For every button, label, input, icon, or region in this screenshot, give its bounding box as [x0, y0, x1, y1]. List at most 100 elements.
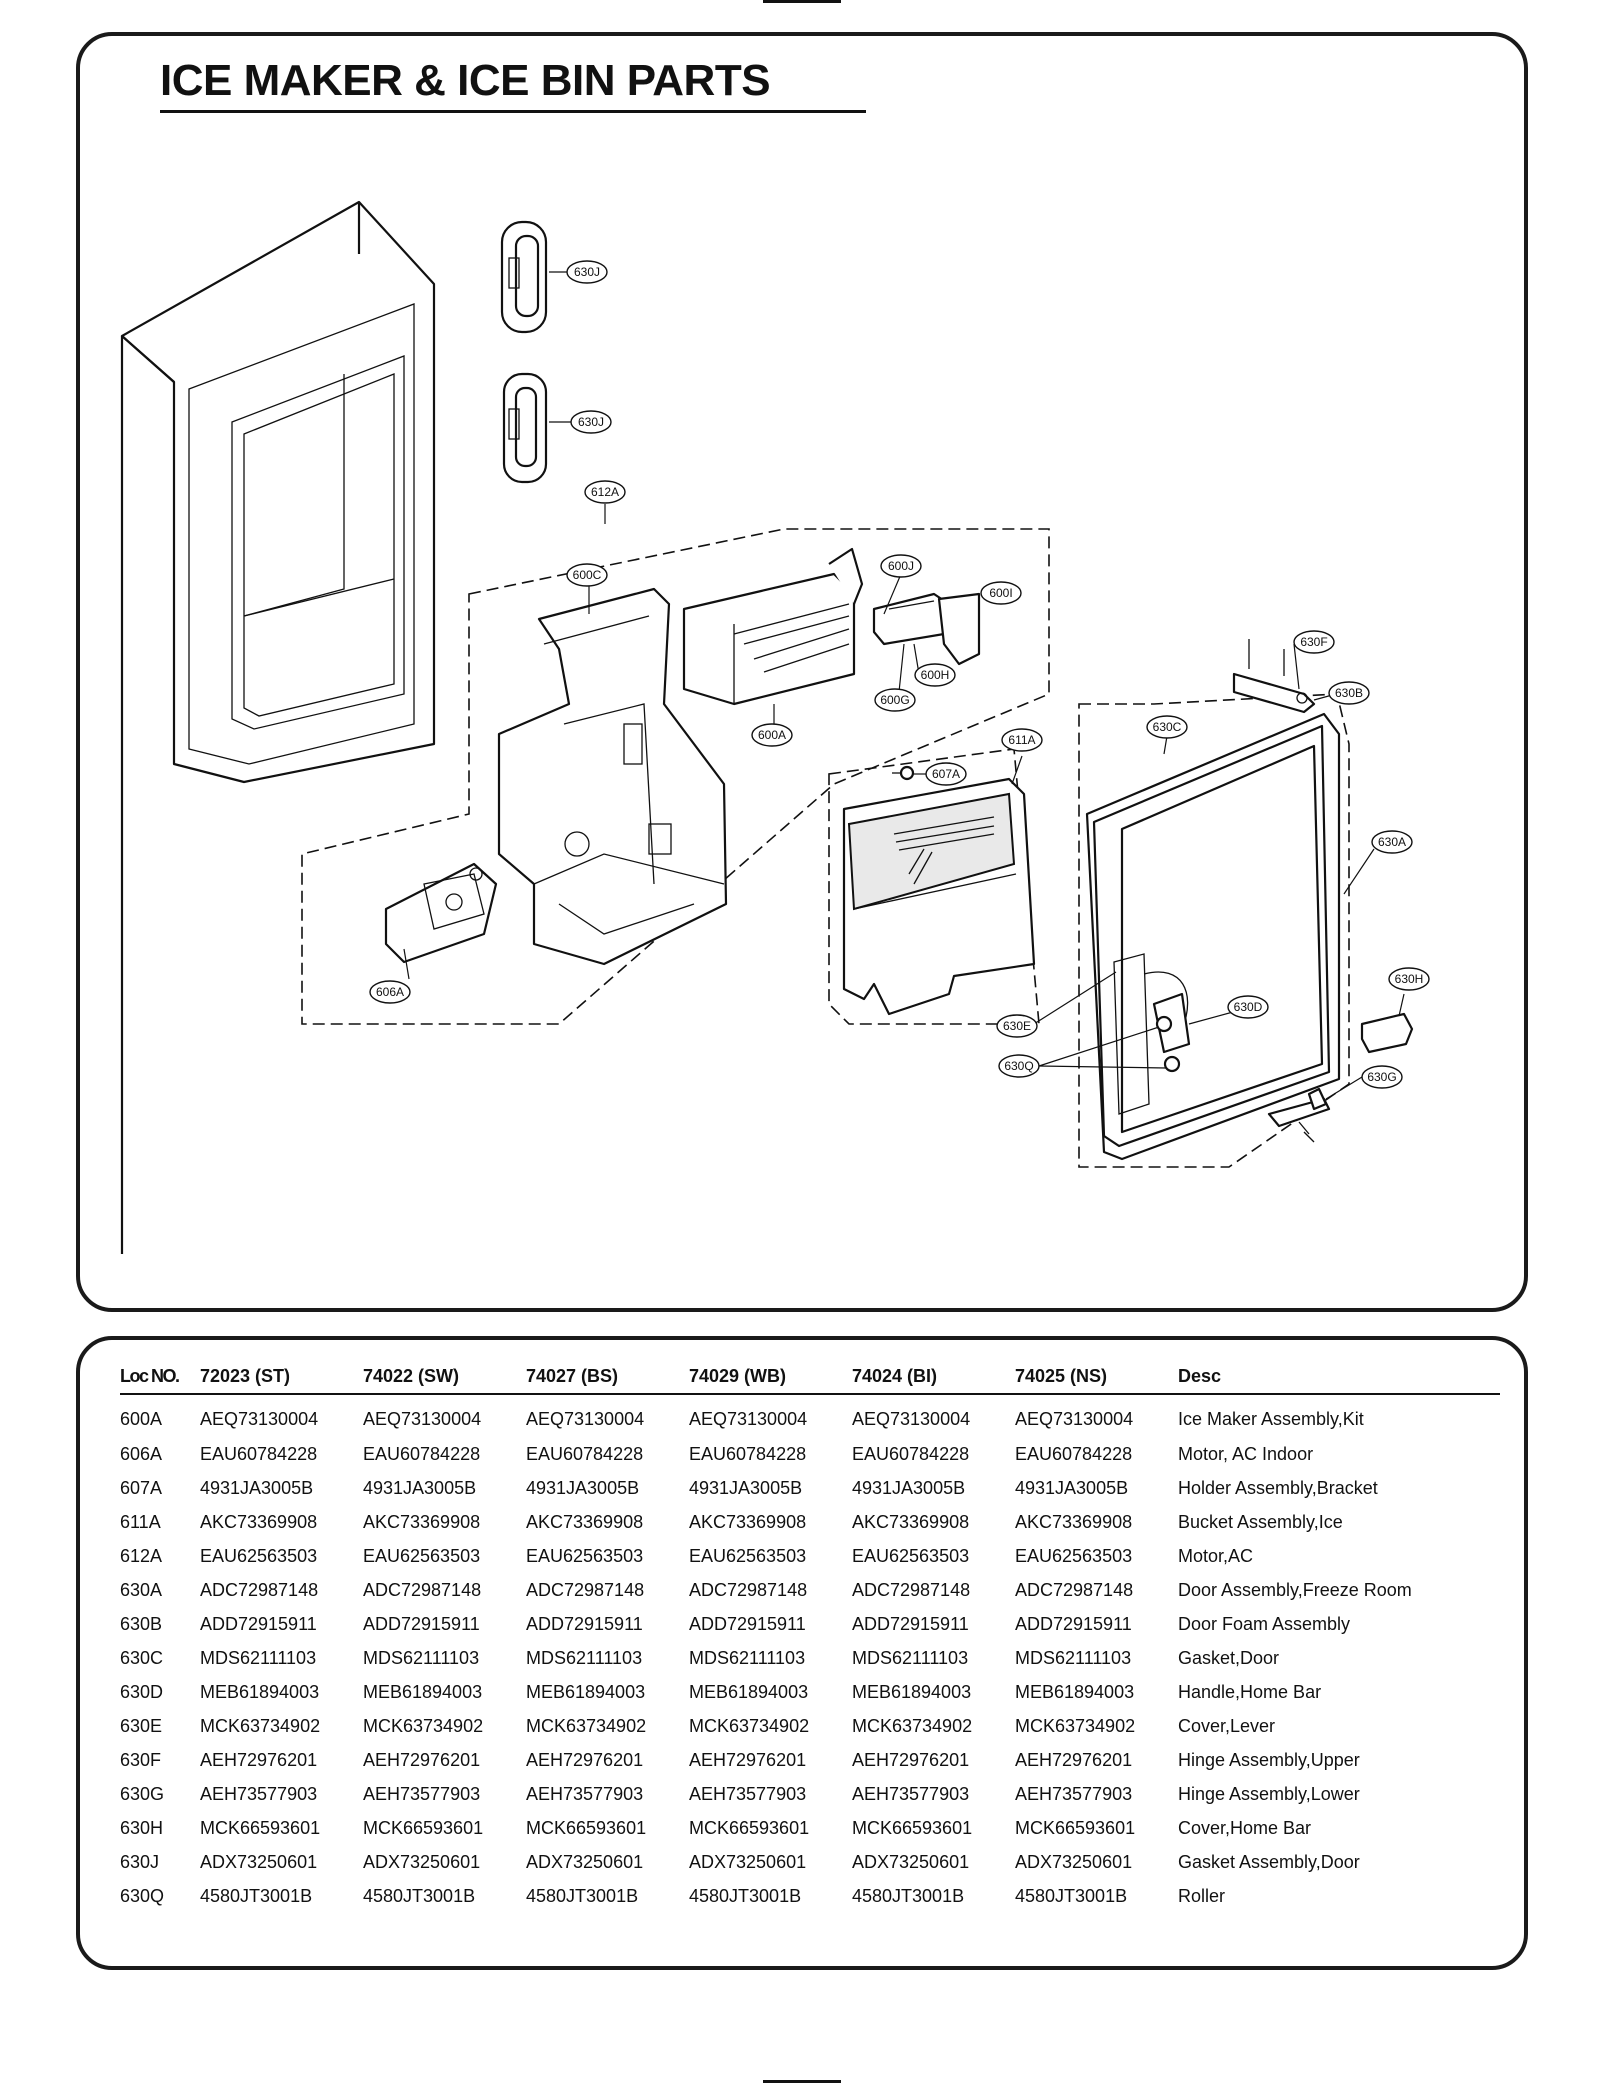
column-header-74027-bs: 74027 (BS)	[526, 1360, 689, 1395]
cell-72023-st: ADD72915911	[200, 1613, 317, 1634]
cell-74029-wb: EAU60784228	[689, 1443, 807, 1464]
cell-72023-st: 4580JT3001B	[200, 1885, 313, 1906]
cell-72023-st: EAU62563503	[200, 1545, 318, 1566]
cell-74025-ns: MDS62111103	[1015, 1647, 1132, 1668]
callout-611a: 611A	[1001, 728, 1043, 752]
cell-loc-no: 630Q	[120, 1885, 165, 1906]
cell-desc: Motor, AC Indoor	[1178, 1443, 1314, 1464]
svg-text:612A: 612A	[591, 485, 619, 499]
callout-630q: 630Q	[998, 1054, 1040, 1078]
ice-maker-group-outline	[301, 528, 1050, 1025]
callout-612a: 612A	[584, 480, 626, 504]
cell-loc-no: 630A	[120, 1579, 163, 1600]
exploded-parts-diagram: 630J 630J 612A 600C 600J 600I 600H 600G …	[120, 200, 1430, 1254]
callout-630b: 630B	[1328, 681, 1370, 705]
svg-text:630C: 630C	[1153, 720, 1182, 734]
callout-600c: 600C	[566, 563, 608, 587]
svg-text:630B: 630B	[1335, 686, 1363, 700]
ice-bucket-611a	[842, 777, 1036, 1016]
cell-74022-sw: ADX73250601	[363, 1851, 481, 1872]
cell-74025-ns: MEB61894003	[1015, 1681, 1135, 1702]
holder-607a	[892, 765, 915, 781]
cell-74025-ns: EAU62563503	[1015, 1545, 1133, 1566]
cell-desc: Door Assembly,Freeze Room	[1178, 1579, 1412, 1600]
ice-maker-arm-600i	[937, 592, 981, 666]
callout-606a: 606A	[369, 980, 411, 1004]
cell-72023-st: AKC73369908	[200, 1511, 318, 1532]
cell-74024-bi: 4580JT3001B	[852, 1885, 965, 1906]
cell-74027-bs: ADC72987148	[526, 1579, 645, 1600]
cell-74022-sw: AKC73369908	[363, 1511, 481, 1532]
diagram-panel: ICE MAKER & ICE BIN PARTS	[76, 32, 1528, 1312]
column-header-74029-wb: 74029 (WB)	[689, 1360, 852, 1395]
ice-maker-600a	[682, 547, 864, 706]
svg-text:630A: 630A	[1378, 835, 1406, 849]
cell-74029-wb: MDS62111103	[689, 1647, 806, 1668]
bucket-group-outline	[828, 748, 1040, 1025]
cell-loc-no: 630D	[120, 1681, 164, 1702]
cell-72023-st: ADX73250601	[200, 1851, 318, 1872]
cell-74022-sw: MCK63734902	[363, 1715, 484, 1736]
top-page-mark	[763, 0, 841, 3]
svg-text:630E: 630E	[1003, 1019, 1031, 1033]
svg-text:630Q: 630Q	[1004, 1059, 1033, 1073]
cell-74025-ns: ADD72915911	[1015, 1613, 1132, 1634]
cell-74027-bs: AKC73369908	[526, 1511, 644, 1532]
cell-74024-bi: AEH72976201	[852, 1749, 970, 1770]
cell-74024-bi: EAU62563503	[852, 1545, 970, 1566]
cell-74022-sw: EAU60784228	[363, 1443, 481, 1464]
cell-74024-bi: ADX73250601	[852, 1851, 970, 1872]
cell-74029-wb: ADD72915911	[689, 1613, 806, 1634]
cell-74022-sw: 4931JA3005B	[363, 1477, 477, 1498]
cell-74024-bi: AEH73577903	[852, 1783, 970, 1804]
cell-74024-bi: ADC72987148	[852, 1579, 971, 1600]
parts-table-panel: Loc NO. 72023 (ST) 74022 (SW) 74027 (BS)…	[76, 1336, 1528, 1970]
cell-74029-wb: MEB61894003	[689, 1681, 809, 1702]
cell-74024-bi: EAU60784228	[852, 1443, 970, 1464]
cell-74022-sw: EAU62563503	[363, 1545, 481, 1566]
callout-630c: 630C	[1146, 715, 1188, 739]
callout-600g: 600G	[874, 688, 916, 712]
svg-text:630G: 630G	[1367, 1070, 1396, 1084]
table-row: 630Q 4580JT3001B 4580JT3001B 4580JT3001B 458…	[120, 1879, 1500, 1913]
cell-74022-sw: MDS62111103	[363, 1647, 480, 1668]
hinge-lower-630g	[1267, 1087, 1331, 1143]
cell-desc: Door Foam Assembly	[1178, 1613, 1351, 1634]
cell-74027-bs: 4580JT3001B	[526, 1885, 639, 1906]
svg-text:630J: 630J	[578, 415, 604, 429]
callout-630f: 630F	[1293, 630, 1335, 654]
cell-desc: Cover,Home Bar	[1178, 1817, 1312, 1838]
cell-74024-bi: AEQ73130004	[852, 1408, 971, 1429]
cell-72023-st: ADC72987148	[200, 1579, 319, 1600]
cell-74027-bs: 4931JA3005B	[526, 1477, 640, 1498]
cell-74024-bi: ADD72915911	[852, 1613, 969, 1634]
cell-74029-wb: 4580JT3001B	[689, 1885, 802, 1906]
cell-74027-bs: ADD72915911	[526, 1613, 643, 1634]
cell-74029-wb: AKC73369908	[689, 1511, 807, 1532]
cell-loc-no: 600A	[120, 1408, 163, 1429]
cell-74022-sw: MCK66593601	[363, 1817, 484, 1838]
cell-74022-sw: AEH73577903	[363, 1783, 481, 1804]
column-header-74022-sw: 74022 (SW)	[363, 1360, 526, 1395]
cell-74029-wb: 4931JA3005B	[689, 1477, 803, 1498]
cell-desc: Roller	[1178, 1885, 1226, 1906]
cell-74027-bs: MCK63734902	[526, 1715, 647, 1736]
cell-74027-bs: MCK66593601	[526, 1817, 647, 1838]
cell-74024-bi: MCK66593601	[852, 1817, 973, 1838]
svg-text:630H: 630H	[1395, 972, 1424, 986]
cell-loc-no: 630H	[120, 1817, 164, 1838]
cell-74024-bi: 4931JA3005B	[852, 1477, 966, 1498]
cell-desc: Motor,AC	[1178, 1545, 1254, 1566]
cell-72023-st: AEQ73130004	[200, 1408, 319, 1429]
callout-630j-bottom: 630J	[570, 410, 612, 434]
svg-text:600I: 600I	[989, 586, 1012, 600]
